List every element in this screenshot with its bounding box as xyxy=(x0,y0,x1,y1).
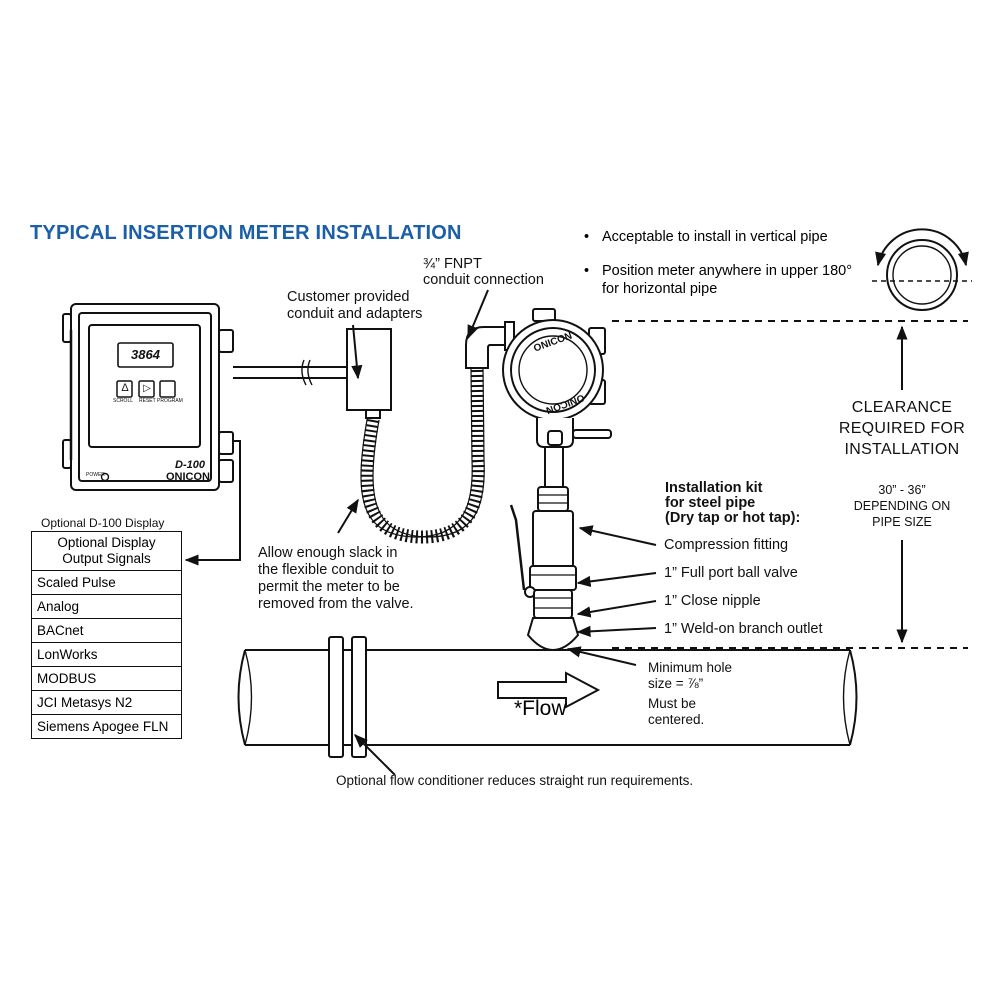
clearance-depth: 30” - 36” DEPENDING ON PIPE SIZE xyxy=(853,483,951,529)
min-hole-3: Must be xyxy=(648,696,697,711)
kit-item-compression-fitting: Compression fitting xyxy=(664,537,789,553)
fnpt-label-2: conduit connection xyxy=(423,272,544,288)
output-analog: Analog xyxy=(31,594,182,619)
kit-item-close-nipple: 1” Close nipple xyxy=(664,593,761,609)
reset-glyph: ▷ xyxy=(143,383,151,394)
slack-note-1: Allow enough slack in xyxy=(258,545,398,561)
program-button-label: PROGRAM xyxy=(157,398,183,404)
fnpt-label-1: ¾” FNPT xyxy=(423,256,482,272)
output-signal-wire xyxy=(184,440,241,566)
table-row: MODBUS xyxy=(31,666,182,691)
d100-enclosure xyxy=(62,303,234,491)
output-scaled-pulse: Scaled Pulse xyxy=(31,570,182,595)
output-bacnet: BACnet xyxy=(31,618,182,643)
page-title: TYPICAL INSERTION METER INSTALLATION xyxy=(30,222,462,244)
display-brand: ONICON xyxy=(166,471,210,483)
scroll-glyph: Δ xyxy=(121,382,129,394)
kit-heading-2: for steel pipe xyxy=(665,495,756,511)
slack-note-2: the flexible conduit to xyxy=(258,562,395,578)
flow-arrow xyxy=(497,671,601,709)
power-label: POWER xyxy=(86,472,105,478)
output-signals-table: Optional Display Output Signals Scaled P… xyxy=(31,531,182,739)
kit-heading-1: Installation kit xyxy=(665,480,763,496)
customer-conduit-label-1: Customer provided xyxy=(287,289,410,305)
kit-heading-3: (Dry tap or hot tap): xyxy=(665,510,801,526)
output-modbus: MODBUS xyxy=(31,666,182,691)
flow-label: *Flow xyxy=(514,697,567,720)
table-row: Analog xyxy=(31,594,182,619)
customer-conduit-label-2: conduit and adapters xyxy=(287,306,423,322)
display-caption: Optional D-100 Display xyxy=(41,516,165,530)
display-model: D-100 xyxy=(175,459,205,471)
output-siemens-apogee: Siemens Apogee FLN xyxy=(31,714,182,739)
min-hole-2: size = ⅞” xyxy=(648,676,704,691)
reset-button-label: RESET xyxy=(139,398,156,404)
bullet-horizontal-pipe-cont: for horizontal pipe xyxy=(602,281,718,297)
min-hole-4: centered. xyxy=(648,712,705,727)
table-row: BACnet xyxy=(31,618,182,643)
flow-conditioner xyxy=(328,636,367,758)
orientation-circle xyxy=(872,228,972,311)
bullet-dot: • xyxy=(584,263,590,279)
insertion-meter xyxy=(502,308,612,651)
output-lonworks: LonWorks xyxy=(31,642,182,667)
min-hole-1: Minimum hole xyxy=(648,660,733,675)
clearance-label: CLEARANCE REQUIRED FOR INSTALLATION xyxy=(838,399,966,458)
junction-box xyxy=(346,328,392,419)
flow-conditioner-note: Optional flow conditioner reduces straig… xyxy=(336,773,694,788)
bullet-vertical-pipe: •Acceptable to install in vertical pipe xyxy=(584,229,828,245)
table-row: LonWorks xyxy=(31,642,182,667)
slack-note-4: removed from the valve. xyxy=(258,596,414,612)
bullet-horizontal-pipe: •Position meter anywhere in upper 180° xyxy=(584,263,853,279)
outputs-header: Optional Display Output Signals xyxy=(31,531,182,571)
table-row: Optional Display Output Signals xyxy=(31,531,182,571)
rigid-conduit xyxy=(233,359,348,386)
clearance-dimension xyxy=(612,320,968,649)
display-readout: 3864 xyxy=(131,347,160,362)
slack-note-3: permit the meter to be xyxy=(258,579,400,595)
scroll-button-label: SCROLL xyxy=(113,398,134,404)
output-jci-metasys: JCI Metasys N2 xyxy=(31,690,182,715)
kit-item-ball-valve: 1” Full port ball valve xyxy=(664,565,798,581)
callout-arrows xyxy=(337,289,657,776)
table-row: JCI Metasys N2 xyxy=(31,690,182,715)
kit-item-branch-outlet: 1” Weld-on branch outlet xyxy=(664,621,823,637)
table-row: Siemens Apogee FLN xyxy=(31,714,182,739)
table-row: Scaled Pulse xyxy=(31,570,182,595)
bullet-dot: • xyxy=(584,229,590,245)
